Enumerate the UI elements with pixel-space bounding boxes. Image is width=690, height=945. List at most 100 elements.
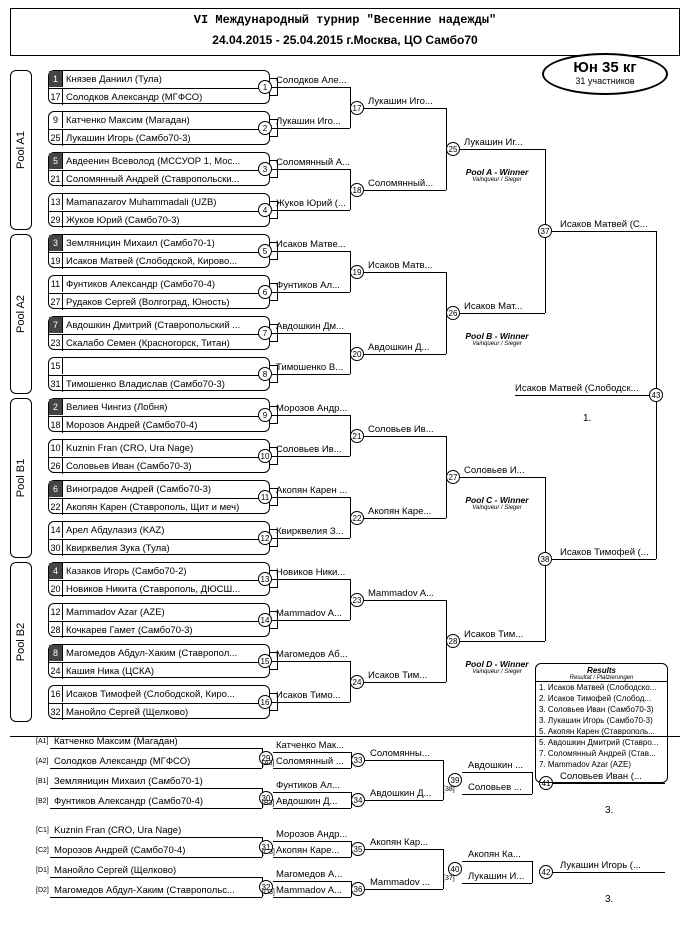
seed-number: 8 xyxy=(49,645,63,661)
match-number: 40 xyxy=(448,862,462,876)
bracket-slot-tag: [A1] xyxy=(36,738,49,745)
bracket-line xyxy=(270,283,278,284)
bracket-line xyxy=(272,497,350,498)
pool-winner-subtitle: Vainqueur / Sieger xyxy=(472,340,522,347)
match-number: 42 xyxy=(539,865,553,879)
pool-winner-subtitle: Vainqueur / Sieger xyxy=(472,176,522,183)
pool-name: Pool B1 xyxy=(15,458,27,498)
bracket-line xyxy=(270,652,278,653)
seed-number: 30 xyxy=(49,540,63,556)
competitor-name: Кашия Ника (ЦСКА) xyxy=(66,666,155,677)
results-title: Results xyxy=(587,666,616,675)
bracket-line xyxy=(365,889,443,890)
bracket-line xyxy=(270,628,278,629)
seed-number: 20 xyxy=(49,581,63,597)
repechage-loser: Соловьев ... xyxy=(468,782,522,793)
match-number: 36 xyxy=(351,882,365,896)
bracket-line xyxy=(270,546,278,547)
bracket-line xyxy=(553,783,665,784)
competitor-name: Авдеенин Всеволод (МССУОР 1, Мос... xyxy=(66,156,241,167)
bracket-line xyxy=(270,406,278,407)
bracket-line xyxy=(460,476,545,478)
bracket-line xyxy=(272,620,350,621)
match-number: 9 xyxy=(258,408,272,422)
match-number: 17 xyxy=(350,100,364,115)
bracket-slot-tag: [D2] xyxy=(36,887,49,894)
match-number: 12 xyxy=(258,531,272,545)
bracket-line xyxy=(515,394,649,396)
pool-name: Pool A1 xyxy=(15,131,27,169)
match-number: 21 xyxy=(350,428,364,443)
seed-number: 26 xyxy=(49,458,63,474)
bracket-line xyxy=(270,423,278,424)
repechage-name: Фунтиков Александр (Самбо70-4) xyxy=(54,796,204,807)
seed-number: 15 xyxy=(49,358,63,374)
bracket-line xyxy=(272,538,350,539)
bracket-slot-tag: [A2] xyxy=(36,758,49,765)
bracket-line xyxy=(552,558,656,560)
bracket-line xyxy=(273,752,351,753)
bracket-line xyxy=(270,259,278,260)
bracket-line xyxy=(443,849,444,889)
match-number: 22 xyxy=(350,510,364,525)
result-item: 3. Лукашин Игорь (Самбо70-3) xyxy=(539,716,653,725)
repechage-winner: Авдошкин ... xyxy=(468,760,523,771)
bracket-line xyxy=(273,841,351,842)
bracket-line xyxy=(270,341,278,342)
bracket-slot-tag: [D1] xyxy=(36,867,49,874)
bracket-line xyxy=(270,242,278,243)
competitor-name: Лукашин Игорь (Самбо70-3) xyxy=(66,133,191,144)
seed-number: 1 xyxy=(49,71,63,87)
seed-number: 18 xyxy=(49,417,63,433)
r2-winner: Mammadov A... xyxy=(368,587,434,599)
competitor-name: Фунтиков Александр (Самбо70-4) xyxy=(66,279,216,290)
repechage-winner: Авдошкин Д... xyxy=(370,788,432,799)
pool-label: Pool A2 xyxy=(10,234,32,394)
bracket-line xyxy=(272,210,350,211)
bracket-line xyxy=(50,877,262,878)
repechage-winner: Акопян Кар... xyxy=(370,837,429,848)
bronze-place: 3. xyxy=(605,894,614,905)
r2-winner: Авдошкин Д... xyxy=(368,341,430,353)
bracket-line xyxy=(270,382,278,383)
competitor-name: Магомедов Абдул-Хаким (Ставропол... xyxy=(66,648,238,659)
bracket-line xyxy=(460,640,545,642)
bracket-line xyxy=(270,505,278,506)
match-number: 4 xyxy=(258,203,272,217)
bracket-line xyxy=(272,415,350,416)
bracket-line xyxy=(50,897,262,898)
weight-class: Юн 35 кг xyxy=(573,59,637,76)
bracket-line xyxy=(365,849,443,850)
pool-name: Pool A2 xyxy=(15,295,27,333)
bracket-line xyxy=(270,177,278,178)
bracket-line xyxy=(364,107,446,109)
repechage-winner: Акопян Ка... xyxy=(468,849,521,860)
r1-winner: Квирквелия З... xyxy=(276,526,344,537)
match-number: 30 xyxy=(259,791,273,805)
r3-winner: Исаков Мат... xyxy=(464,300,523,312)
match-number: 6 xyxy=(258,285,272,299)
competitor-name: Соломянный Андрей (Ставропольски... xyxy=(66,174,240,185)
bracket-line xyxy=(50,808,262,809)
results-list: 1. Исаков Матвей (Слободско...2. Исаков … xyxy=(536,682,667,770)
competitor-name: Рудаков Сергей (Волгоград, Юность) xyxy=(66,297,230,308)
bracket-line xyxy=(50,748,262,749)
seed-number: 6 xyxy=(49,481,63,497)
repechage-winner: Mammadov ... xyxy=(370,877,431,888)
bracket-line xyxy=(50,768,262,769)
